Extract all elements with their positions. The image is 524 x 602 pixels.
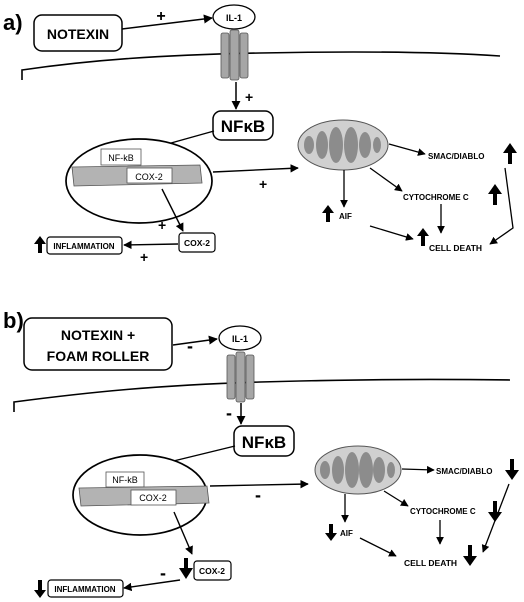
nfkb-label: NFκB [221, 117, 265, 136]
smac-label: SMAC/DIABLO [428, 152, 484, 161]
sign-inflammation: + [140, 249, 148, 265]
smac-to-celldeath-arrow-b [481, 483, 510, 553]
cell-membrane [21, 51, 501, 80]
stimulus-to-il1-arrow [172, 335, 218, 346]
cytochrome-down-arrow-icon-b [488, 501, 502, 522]
cox2-label-b: COX-2 [199, 566, 225, 576]
il1-ellipse [212, 4, 256, 30]
smac-down-arrow-icon-b [505, 459, 519, 480]
cox2-gene-label-b: COX-2 [139, 493, 167, 503]
panel-a-label: a) [3, 10, 23, 35]
inflammation-label-b: INFLAMMATION [54, 585, 115, 594]
il1-label-b: IL-1 [232, 334, 248, 344]
nfkb-small-box [100, 148, 142, 166]
cox2-down-arrow-icon-b [179, 558, 193, 579]
sign-notexin-il1: + [156, 8, 165, 25]
nfkb-small-label-b: NF-kB [112, 475, 138, 485]
panel-a: a) NOTEXIN + IL-1 + NFκB NF-kB COX-2 + C… [3, 4, 517, 265]
notexin-box [33, 14, 123, 52]
celldeath-label: CELL DEATH [429, 243, 482, 253]
sign-cox2-b: - [160, 563, 166, 583]
receptor-channel [220, 29, 249, 81]
inflammation-box [46, 236, 123, 255]
mito-to-smac-arrow [388, 143, 426, 156]
aif-to-celldeath-arrow [369, 225, 414, 241]
nfkb-box [212, 110, 274, 141]
cytochrome-label: CYTOCHROME C [403, 193, 469, 202]
panel-b-label: b) [3, 308, 24, 333]
cox2-box [178, 232, 216, 253]
notexin-foamroller-line1: NOTEXIN + [61, 327, 135, 343]
nucleus-to-cox2-arrow-b [173, 511, 193, 555]
nfkb-box-b [233, 425, 295, 457]
inflammation-box-b [47, 579, 124, 598]
smac-up-arrow-icon [503, 143, 517, 164]
aif-up-arrow-icon [322, 205, 334, 222]
cox2-to-inflammation-arrow-b [123, 579, 181, 592]
cox2-gene-box-b [130, 489, 177, 506]
cox2-gene-box [126, 167, 173, 184]
cytochrome-label-b: CYTOCHROME C [410, 507, 476, 516]
mitochondrion-icon [297, 119, 389, 171]
cox2-label: COX-2 [184, 238, 210, 248]
celldeath-up-arrow-icon [417, 228, 429, 246]
mito-to-smac-arrow-b [401, 465, 435, 474]
inflammation-down-arrow-icon-b [34, 580, 46, 598]
smac-to-celldeath-arrow [489, 167, 514, 245]
inflammation-up-arrow-icon [34, 236, 46, 253]
notexin-label: NOTEXIN [47, 26, 109, 42]
sign-receptor-nfkb: + [245, 89, 253, 105]
cox2-to-inflammation-arrow [123, 240, 179, 250]
il1-label: IL-1 [226, 13, 242, 23]
cox2-gene-label: COX-2 [135, 172, 163, 182]
smac-label-b: SMAC/DIABLO [436, 467, 492, 476]
sign-cox2: + [158, 217, 166, 233]
nucleus-to-mito-arrow [212, 164, 299, 173]
notexin-foamroller-box [23, 317, 173, 371]
aif-label-b: AIF [340, 529, 353, 538]
nucleus-to-cox2-arrow [161, 188, 184, 232]
aif-label: AIF [339, 212, 352, 221]
inflammation-label: INFLAMMATION [53, 242, 114, 251]
nfkb-label-b: NFκB [242, 433, 286, 452]
notexin-foamroller-line2: FOAM ROLLER [47, 348, 150, 364]
celldeath-down-arrow-icon-b [463, 545, 477, 566]
mito-to-cytochrome-arrow [369, 167, 403, 192]
notexin-to-il1-arrow [121, 14, 213, 30]
nfkb-small-label: NF-kB [108, 153, 134, 163]
mitochondrion-icon-b [314, 445, 402, 495]
nucleus-to-mito-arrow-b [209, 479, 309, 489]
sign-mito: + [259, 176, 267, 192]
sign-receptor-nfkb-b: - [226, 403, 232, 423]
cox2-box-b [193, 560, 232, 581]
cell-membrane-b [13, 378, 511, 412]
sign-stimulus-il1: - [187, 336, 193, 356]
cytochrome-up-arrow-icon [488, 184, 502, 205]
receptor-channel-b [226, 351, 255, 403]
aif-to-celldeath-arrow-b [359, 537, 397, 557]
il1-ellipse-b [218, 325, 262, 351]
celldeath-label-b: CELL DEATH [404, 558, 457, 568]
panel-b: b) NOTEXIN + FOAM ROLLER - IL-1 - NFκB N… [3, 308, 519, 598]
sign-mito-b: - [255, 485, 261, 505]
aif-down-arrow-icon-b [325, 524, 337, 541]
mito-to-cytochrome-arrow-b [383, 490, 409, 507]
